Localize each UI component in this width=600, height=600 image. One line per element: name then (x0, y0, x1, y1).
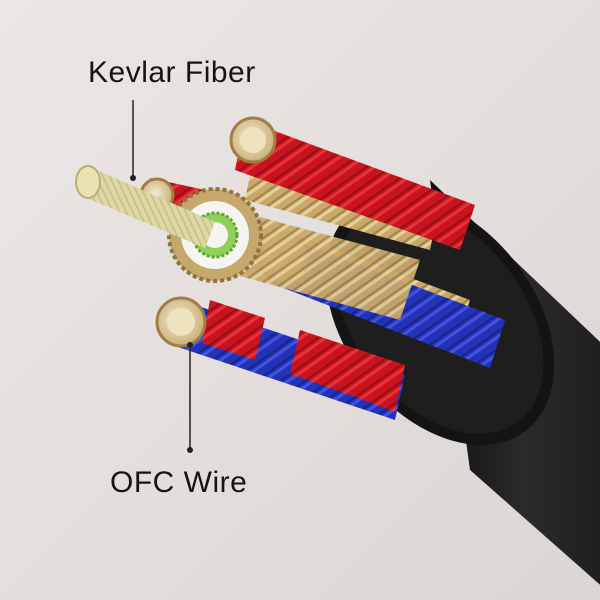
kevlar-fiber-label: Kevlar Fiber (88, 56, 256, 89)
red-strand-top (229, 116, 475, 250)
ofc-wire-label: OFC Wire (110, 466, 248, 499)
kevlar-fiber-rod (75, 165, 215, 248)
red-blue-strand-bottom (155, 296, 405, 420)
ofc-callout-line (187, 342, 193, 453)
kevlar-callout-line (130, 100, 136, 181)
